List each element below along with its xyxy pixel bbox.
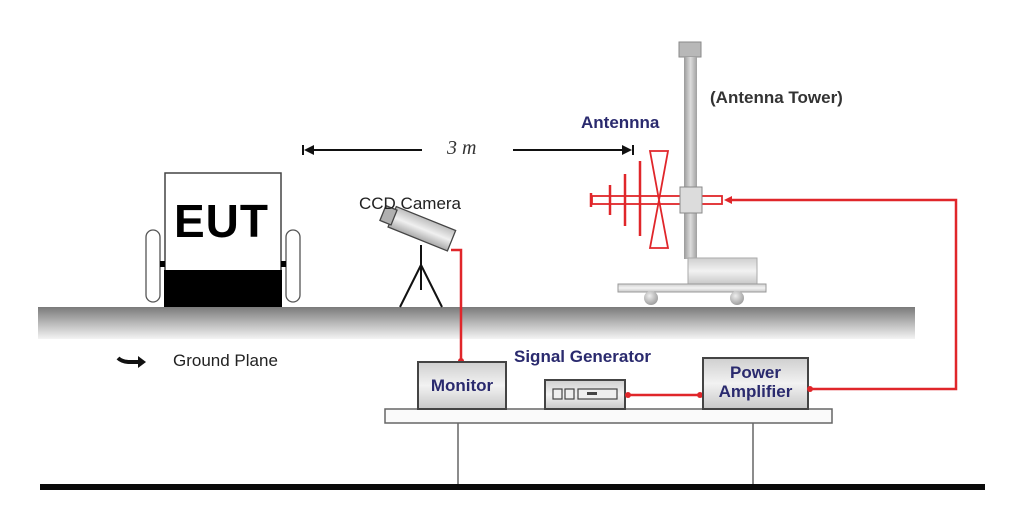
monitor-box bbox=[417, 361, 507, 410]
distance-indicator bbox=[302, 145, 634, 155]
monitor-label: Monitor bbox=[430, 376, 494, 395]
antenna bbox=[589, 150, 723, 249]
ground-plane bbox=[38, 307, 915, 339]
equipment-table bbox=[384, 408, 833, 484]
signal-generator-label: Signal Generator bbox=[514, 347, 651, 366]
cable-amplifier-antenna bbox=[730, 198, 958, 391]
distance-label: 3 m bbox=[447, 137, 477, 159]
cable-camera-monitor bbox=[451, 248, 463, 362]
tower-wheel bbox=[644, 291, 658, 305]
antenna-tower-label: (Antenna Tower) bbox=[710, 88, 843, 107]
ground-plane-arrow-icon bbox=[116, 356, 146, 368]
eut-device bbox=[145, 172, 301, 307]
tower-wheel bbox=[730, 291, 744, 305]
antenna-label: Antennna bbox=[581, 113, 660, 132]
power-amplifier-label-line1: Power bbox=[729, 363, 782, 382]
eut-left-wheel bbox=[145, 229, 161, 303]
power-amplifier-label-line2: Amplifier bbox=[718, 382, 793, 401]
power-amplifier-box bbox=[702, 357, 809, 410]
ccd-camera bbox=[379, 204, 457, 308]
floor-line bbox=[40, 484, 985, 490]
eut-right-wheel bbox=[285, 229, 301, 303]
ccd-camera-label: CCD Camera bbox=[359, 194, 462, 213]
ground-plane-label: Ground Plane bbox=[173, 351, 278, 370]
signal-generator-box bbox=[544, 379, 626, 410]
eut-label: EUT bbox=[174, 195, 269, 247]
